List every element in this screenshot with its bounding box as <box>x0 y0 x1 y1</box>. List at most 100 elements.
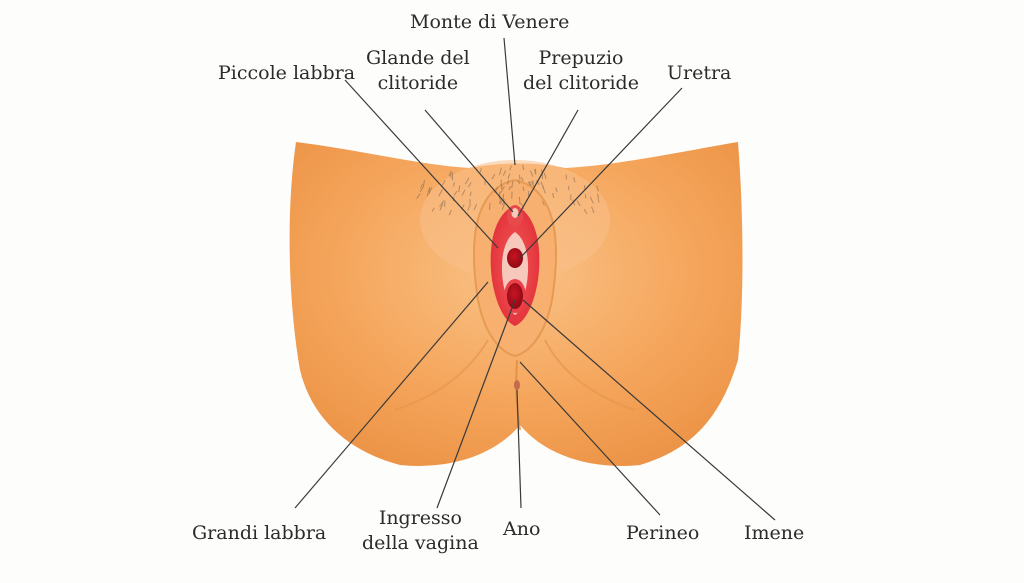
vaginal-opening-shape <box>507 283 523 309</box>
hair-stroke <box>431 207 435 212</box>
hair-stroke <box>416 193 421 199</box>
hair-stroke <box>518 174 521 181</box>
hair-stroke <box>453 190 458 196</box>
label-text: Uretra <box>667 62 732 84</box>
leader-perineo <box>519 361 661 516</box>
label-text: Imene <box>744 522 805 544</box>
leader-piccole-labbra <box>344 79 499 249</box>
label-prepuzio-del-clitoride: Prepuzio del clitoride <box>523 46 639 96</box>
hair-stroke <box>498 198 502 204</box>
hair-stroke <box>419 186 425 193</box>
left-crease <box>394 339 489 411</box>
hair-stroke <box>422 179 425 187</box>
label-text: Perineo <box>626 522 700 544</box>
hair-stroke <box>517 179 521 185</box>
hair-stroke <box>552 192 555 199</box>
label-piccole-labbra: Piccole labbra <box>218 61 355 86</box>
label-ingresso-della-vagina: Ingresso della vagina <box>362 506 479 556</box>
hair-stroke <box>507 180 509 185</box>
hair-stroke <box>573 177 576 183</box>
hair-stroke <box>529 170 534 177</box>
hair-stroke <box>500 186 505 194</box>
hair-stroke <box>461 189 466 196</box>
label-text: clitoride <box>377 72 459 94</box>
hair-stroke <box>589 196 594 204</box>
hair-stroke <box>441 180 446 186</box>
hair-stroke <box>448 209 452 216</box>
hair-stroke <box>420 183 423 189</box>
hair-stroke <box>429 186 433 192</box>
hair-stroke <box>508 185 512 191</box>
hair-stroke <box>591 206 595 214</box>
glans-shape <box>511 208 519 218</box>
label-text: Ingresso <box>378 507 462 529</box>
hair-stroke <box>555 187 558 193</box>
gluteal-cleft <box>515 359 521 431</box>
hair-stroke <box>498 167 502 176</box>
label-text: del clitoride <box>523 72 639 94</box>
leader-ingresso-della-vagina <box>436 299 516 509</box>
hair-stroke <box>540 181 545 189</box>
hair-stroke <box>572 199 576 206</box>
right-crease <box>544 339 636 411</box>
hair-stroke <box>507 173 511 180</box>
hair-stroke <box>596 185 599 192</box>
hair-stroke <box>543 172 547 179</box>
hair-stroke <box>439 200 444 208</box>
pubic-hair <box>416 164 600 216</box>
hair-stroke <box>473 203 477 211</box>
label-text: Prepuzio <box>538 47 624 69</box>
hair-stroke <box>541 200 545 206</box>
hair-stroke <box>439 203 444 211</box>
hair-stroke <box>468 182 472 188</box>
label-text: Glande del <box>366 47 470 69</box>
hair-stroke <box>491 174 496 180</box>
label-glande-del-clitoride: Glande del clitoride <box>366 46 470 96</box>
hair-stroke <box>518 196 521 205</box>
hair-stroke <box>498 191 501 200</box>
label-imene: Imene <box>744 521 804 546</box>
label-monte-di-venere: Monte di Venere <box>410 10 569 35</box>
label-text: Piccole labbra <box>218 62 356 84</box>
hair-stroke <box>528 180 532 186</box>
leader-monte-di-venere <box>503 37 516 166</box>
hair-stroke <box>522 186 525 192</box>
hair-stroke <box>568 185 570 191</box>
hair-stroke <box>520 176 524 182</box>
hair-stroke <box>480 168 482 173</box>
hair-stroke <box>501 202 506 211</box>
hair-stroke <box>501 199 505 206</box>
leader-prepuzio-del-clitoride <box>517 109 579 217</box>
label-ano: Ano <box>503 517 540 542</box>
hair-stroke <box>534 169 536 174</box>
hair-stroke <box>469 191 472 197</box>
hair-stroke <box>464 177 470 185</box>
hair-stroke <box>576 200 581 207</box>
hair-stroke <box>467 206 470 211</box>
label-text: Grandi labbra <box>192 522 327 544</box>
leader-imene <box>522 299 776 521</box>
leader-ano <box>516 389 522 509</box>
leader-glande-del-clitoride <box>424 109 514 213</box>
hair-stroke <box>511 180 514 189</box>
label-text: della vagina <box>362 532 479 554</box>
label-text: Monte di Venere <box>410 11 570 33</box>
hair-stroke <box>520 203 525 210</box>
hair-stroke <box>597 197 600 203</box>
hair-stroke <box>453 182 455 187</box>
hair-stroke <box>583 208 588 215</box>
hair-stroke <box>527 181 532 187</box>
leader-grandi-labbra <box>294 281 489 509</box>
hair-stroke <box>597 193 599 198</box>
anus-shape <box>514 380 520 390</box>
hair-stroke <box>426 189 430 197</box>
label-grandi-labbra: Grandi labbra <box>192 521 326 546</box>
hair-stroke <box>458 185 461 193</box>
hair-stroke <box>502 170 507 177</box>
hair-stroke <box>509 165 512 171</box>
label-perineo: Perineo <box>626 521 699 546</box>
leader-uretra <box>519 87 683 259</box>
label-uretra: Uretra <box>667 61 731 86</box>
